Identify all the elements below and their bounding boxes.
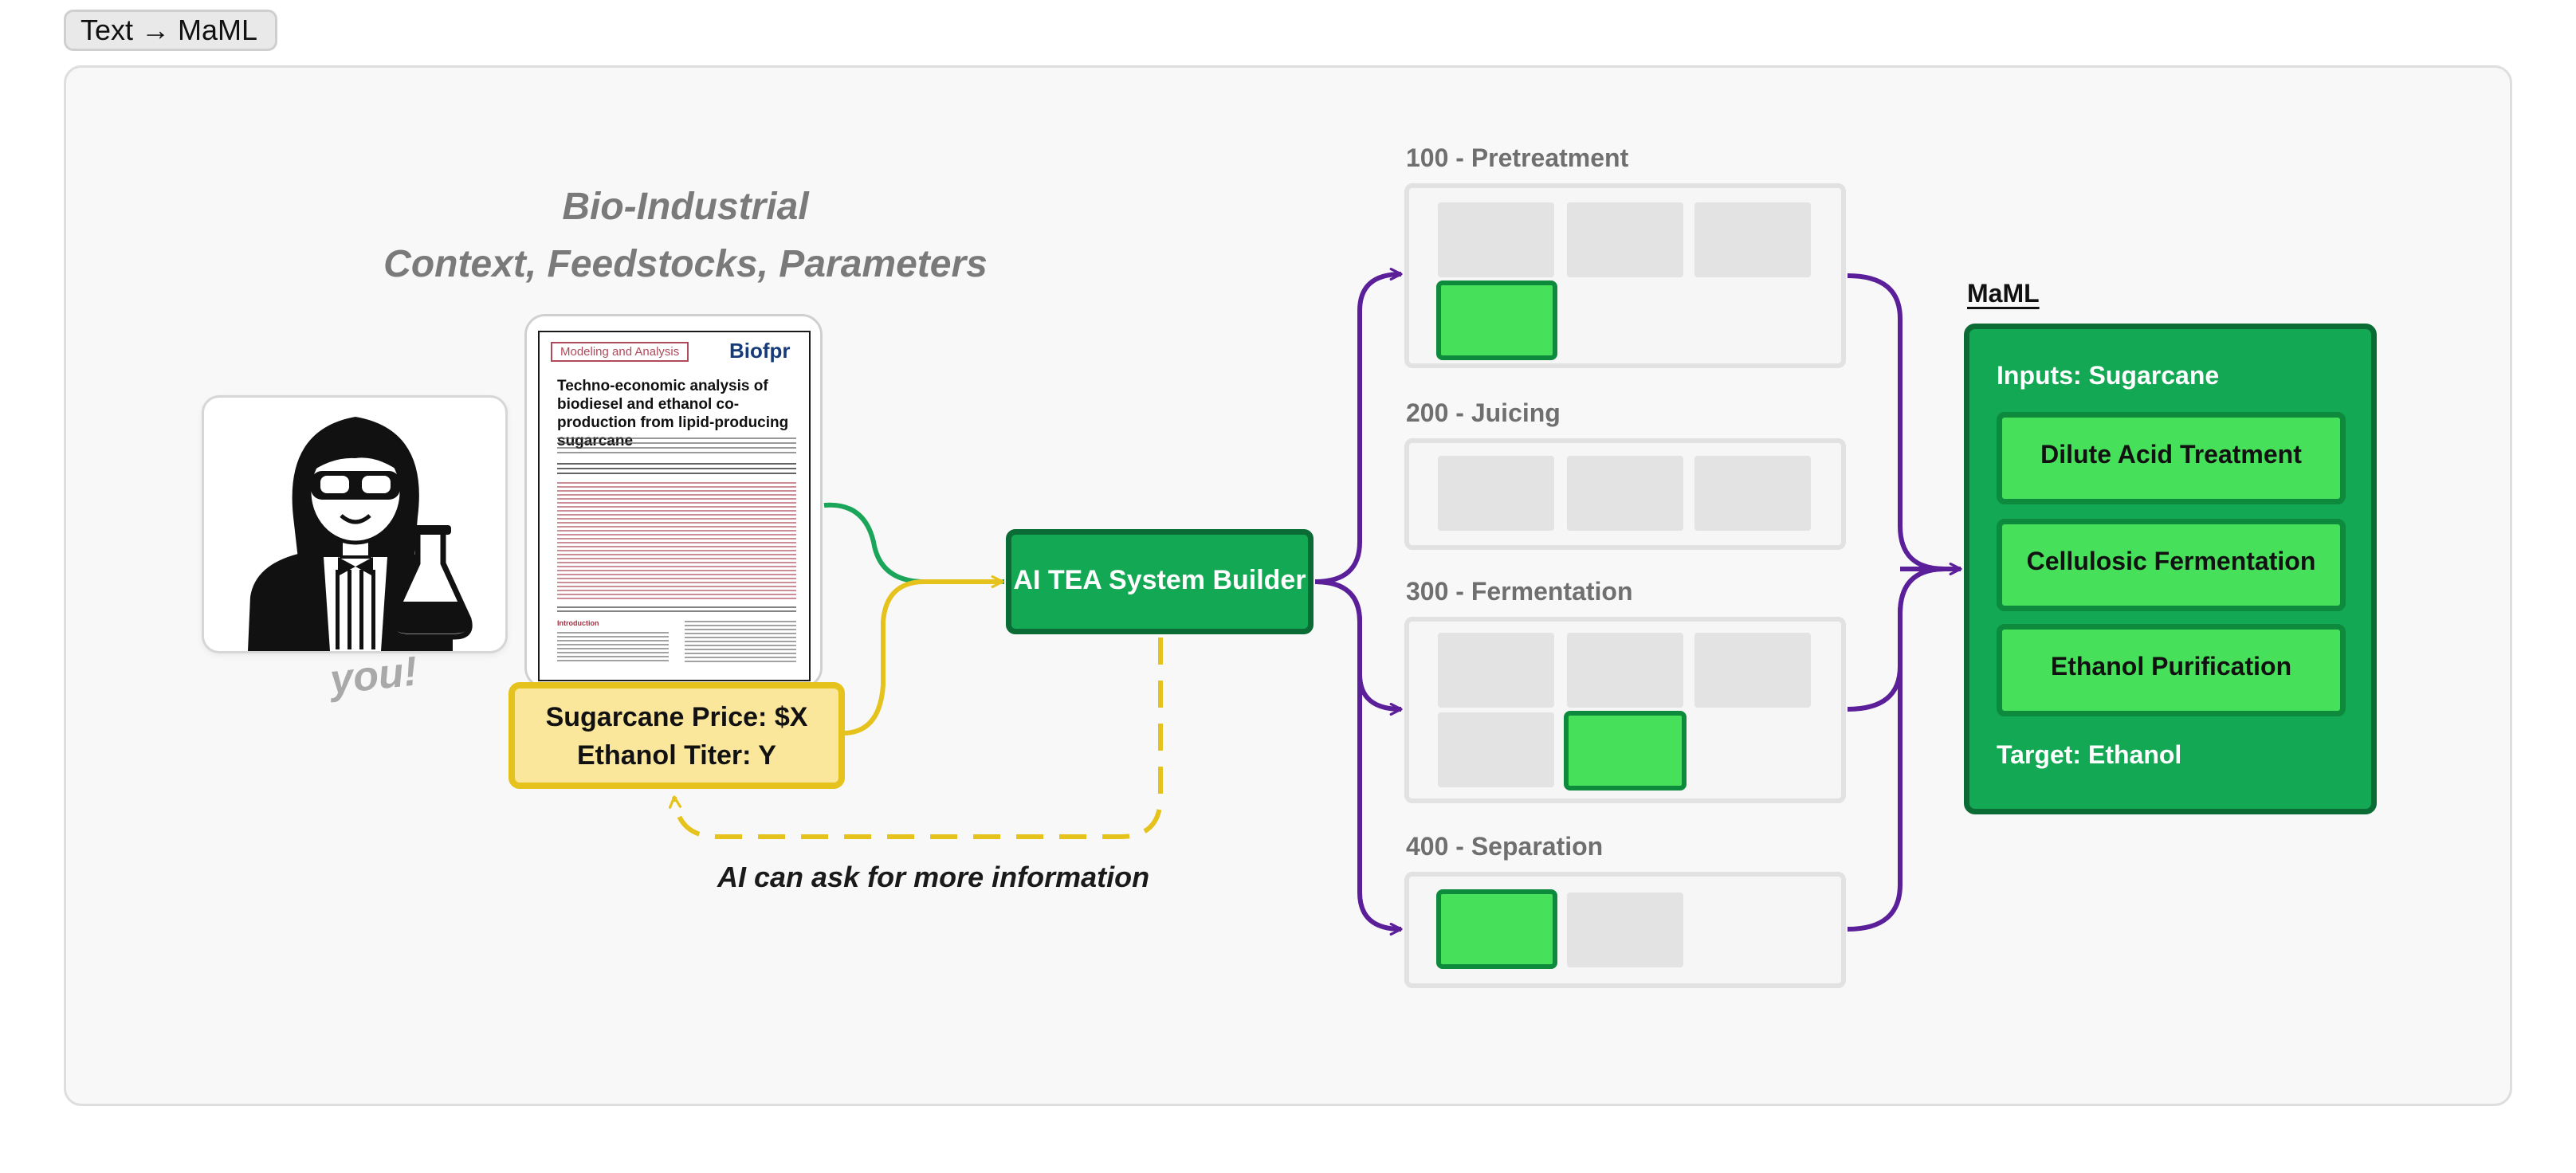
maml-unit-label: Ethanol Purification [2050, 652, 2292, 681]
parameters-box[interactable]: Sugarcane Price: $X Ethanol Titer: Y [509, 682, 845, 789]
edge-step-300-to-maml [1847, 567, 1946, 712]
selected-unit-slot [1564, 711, 1687, 790]
unit-slot [1438, 456, 1554, 531]
maml-unit-label: Dilute Acid Treatment [2040, 440, 2302, 469]
journal-logo: Biofpr [729, 339, 791, 363]
maml-unit-label: Cellulosic Fermentation [2026, 547, 2316, 575]
user-card [202, 395, 508, 653]
feedback-label: AI can ask for more information [717, 861, 1150, 893]
unit-slot [1567, 456, 1683, 531]
maml-inputs: Inputs: Sugarcane [1997, 361, 2220, 390]
paper-section: Introduction [557, 619, 599, 627]
step-box-400[interactable] [1404, 872, 1846, 988]
maml-panel[interactable]: Inputs: Sugarcane Dilute Acid Treatment … [1964, 324, 2377, 814]
edge-feedback-loop [674, 638, 1163, 839]
context-title-line1: Bio-Industrial [562, 186, 809, 228]
edge-builder-to-step-400 [1314, 579, 1401, 929]
unit-slot [1694, 202, 1811, 277]
paper-column-right [685, 621, 796, 664]
edge-builder-to-step-100 [1314, 274, 1401, 584]
step-box-200[interactable] [1404, 438, 1846, 550]
selected-unit-slot [1436, 280, 1557, 360]
step-box-100[interactable] [1404, 183, 1846, 368]
step-label-100: 100 - Pretreatment [1406, 143, 1629, 172]
unit-slot [1567, 202, 1683, 277]
mode-tag: Text → MaML [64, 10, 277, 51]
unit-slot [1567, 633, 1683, 708]
paper-authors [557, 437, 796, 457]
unit-slot [1438, 712, 1554, 787]
paper-document[interactable]: Modeling and Analysis Biofpr Techno-econ… [524, 314, 823, 688]
step-box-300[interactable] [1404, 617, 1846, 803]
step-label-200: 200 - Juicing [1406, 398, 1561, 427]
param-ethanol-titer: Ethanol Titer: Y [576, 740, 776, 771]
unit-slot [1567, 892, 1683, 967]
step-label-400: 400 - Separation [1406, 832, 1604, 861]
unit-slot [1694, 456, 1811, 531]
edge-params-to-builder [844, 582, 1003, 736]
maml-unit[interactable]: Ethanol Purification [1997, 624, 2346, 716]
maml-unit[interactable]: Dilute Acid Treatment [1997, 412, 2346, 504]
maml-unit[interactable]: Cellulosic Fermentation [1997, 519, 2346, 611]
paper-column-left [557, 632, 669, 664]
edge-step-100-to-maml [1847, 273, 1946, 571]
paper-page: Modeling and Analysis Biofpr Techno-econ… [538, 331, 811, 681]
edge-paper-to-builder [823, 502, 1004, 584]
unit-slot [1438, 633, 1554, 708]
paper-abstract [557, 482, 796, 600]
paper-keywords [557, 606, 796, 613]
param-sugarcane-price: Sugarcane Price: $X [545, 702, 808, 732]
unit-slot [1438, 202, 1554, 277]
ai-builder-node[interactable]: AI TEA System Builder [1006, 529, 1314, 634]
context-title-line2: Context, Feedstocks, Parameters [383, 243, 988, 285]
paper-category: Modeling and Analysis [551, 342, 689, 362]
ai-builder-label: AI TEA System Builder [1013, 565, 1306, 595]
context-title: Bio-Industrial Context, Feedstocks, Para… [335, 178, 1036, 293]
unit-slot [1694, 633, 1811, 708]
paper-dates [557, 463, 796, 477]
scientist-icon [248, 417, 473, 651]
maml-target: Target: Ethanol [1997, 740, 2182, 769]
selected-unit-slot [1436, 889, 1557, 969]
edge-step-400-to-maml [1847, 567, 1946, 932]
maml-heading: MaML [1967, 279, 2040, 308]
step-label-300: 300 - Fermentation [1406, 577, 1633, 606]
paper-title: Techno-economic analysis of biodiesel an… [557, 378, 789, 449]
